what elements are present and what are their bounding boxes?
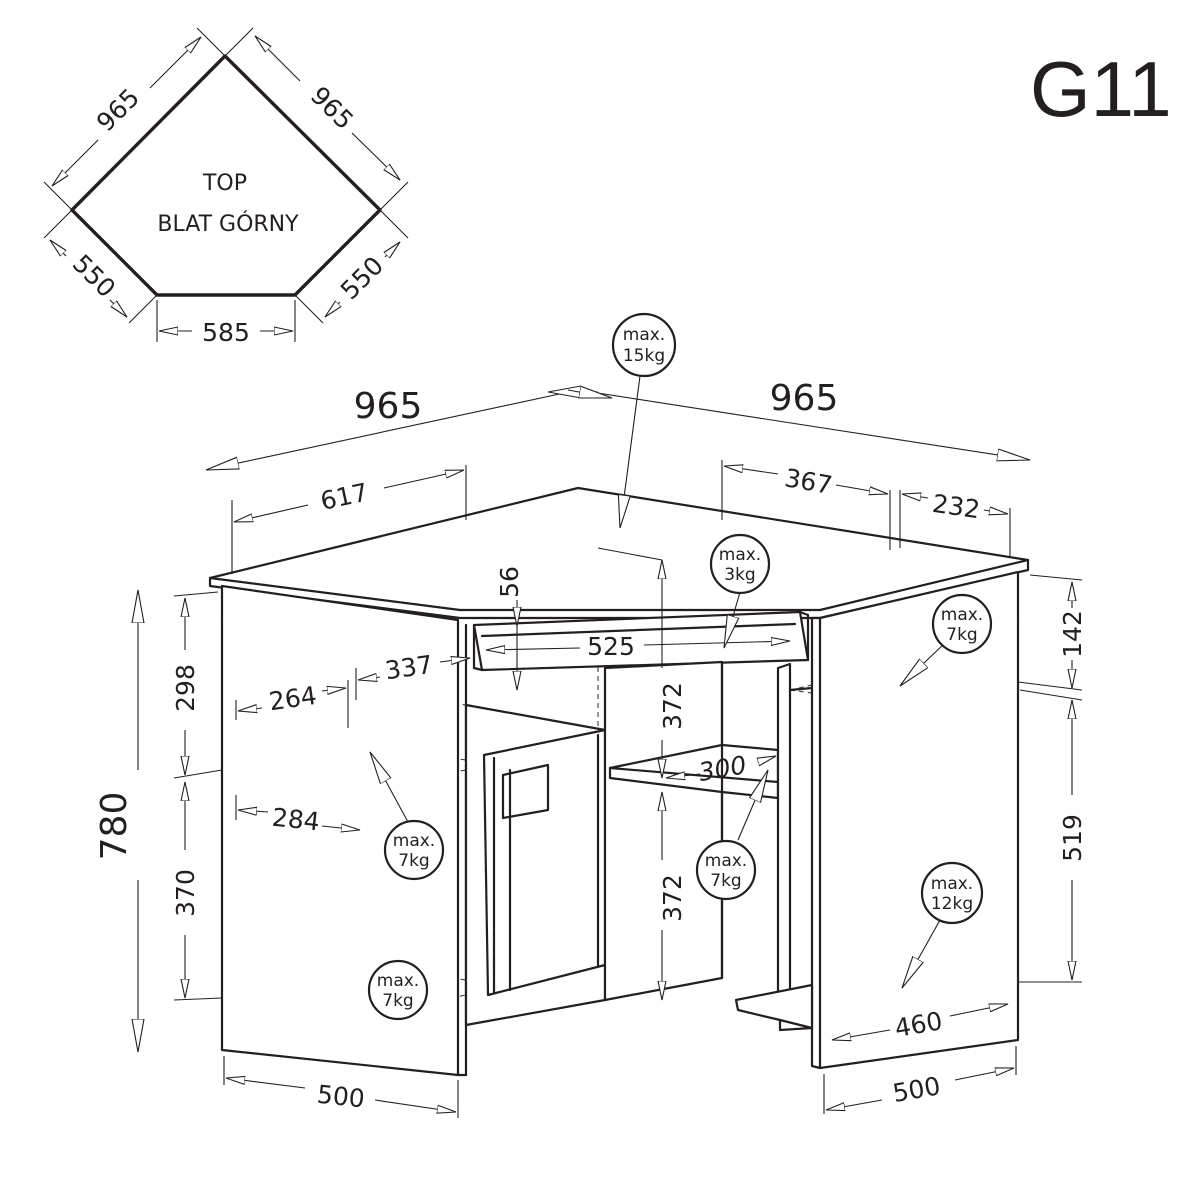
load-badge-right-bottom: max. 12kg [920, 861, 984, 925]
load-badge-keyboard: max. 3kg [709, 533, 771, 595]
dim-left-offset: 617 [318, 478, 371, 516]
dim-left-shelf-c: 284 [271, 803, 321, 837]
dim-right-offset: 367 [782, 463, 834, 500]
load-badge-top-line1: max. [623, 325, 665, 345]
load-badge-right-bottom-line2: 12kg [931, 894, 973, 914]
load-badge-left-bottom-line2: 7kg [382, 991, 413, 1011]
load-badge-left-bottom: max. 7kg [367, 959, 429, 1021]
top-view-label-pl: BLAT GÓRNY [157, 211, 299, 237]
top-dim-lower-right: 550 [335, 251, 389, 305]
dim-total-height: 780 [94, 792, 135, 861]
load-badge-middle-shelf: max. 7kg [695, 839, 757, 901]
load-badge-middle-shelf-line1: max. [705, 851, 747, 871]
top-view: TOP BLAT GÓRNY 965 965 550 550 585 [43, 27, 409, 347]
product-code: G11 [1030, 45, 1172, 133]
load-badge-top-line2: 15kg [623, 346, 665, 366]
top-dim-front: 585 [202, 318, 250, 347]
load-badge-right-upper-line2: 7kg [946, 625, 977, 645]
dim-right-upper-height: 142 [1058, 610, 1087, 658]
desk-perspective [208, 486, 1030, 1077]
dim-width-right: 965 [770, 378, 839, 419]
right-bottom-shelf [734, 983, 814, 1030]
right-inner-upright [776, 662, 792, 1014]
top-dim-lower-left: 550 [67, 249, 121, 303]
load-badge-keyboard-line2: 3kg [724, 565, 755, 585]
load-badge-left-bottom-line1: max. [377, 971, 419, 991]
dim-base-left: 500 [316, 1080, 366, 1114]
dim-left-shelf-a: 264 [267, 681, 318, 716]
load-badge-right-upper-line1: max. [941, 605, 983, 625]
keyboard-tray [472, 610, 810, 672]
load-badge-top: max. 15kg [611, 312, 677, 378]
load-badge-left-middle-line2: 7kg [398, 851, 429, 871]
dim-keyboard-depth: 56 [495, 566, 524, 598]
dim-left-upper-height: 298 [171, 664, 200, 712]
dim-width-left: 965 [354, 386, 423, 427]
load-badge-right-bottom-line1: max. [931, 874, 973, 894]
dim-keyboard-width: 525 [587, 632, 635, 661]
dim-middle-upper-height: 372 [658, 682, 687, 730]
load-badge-middle-shelf-line2: 7kg [710, 871, 741, 891]
dim-right-end: 232 [931, 489, 982, 524]
dimension-lines: 965 965 617 367 232 56 525 264 [94, 378, 1087, 1118]
load-badge-left-middle-line1: max. [393, 831, 435, 851]
dim-right-lower-height: 519 [1058, 814, 1087, 862]
dim-left-lower-height: 370 [171, 869, 200, 917]
load-badge-right-upper: max. 7kg [931, 593, 993, 655]
load-badge-keyboard-line1: max. [719, 545, 761, 565]
dim-base-right: 500 [891, 1071, 943, 1108]
load-badges: max. 15kg max. 3kg max. 7kg max. 7kg max [367, 312, 993, 1021]
dim-middle-lower-height: 372 [658, 874, 687, 922]
dim-left-shelf-b: 337 [383, 650, 434, 685]
top-view-outline [70, 54, 382, 297]
right-side-panel [810, 570, 1020, 1070]
top-view-label-en: TOP [202, 171, 247, 196]
top-dim-upper-right: 965 [305, 81, 359, 135]
load-badge-left-middle: max. 7kg [383, 819, 445, 881]
door-handle [501, 763, 550, 820]
top-dim-upper-left: 965 [91, 83, 145, 137]
